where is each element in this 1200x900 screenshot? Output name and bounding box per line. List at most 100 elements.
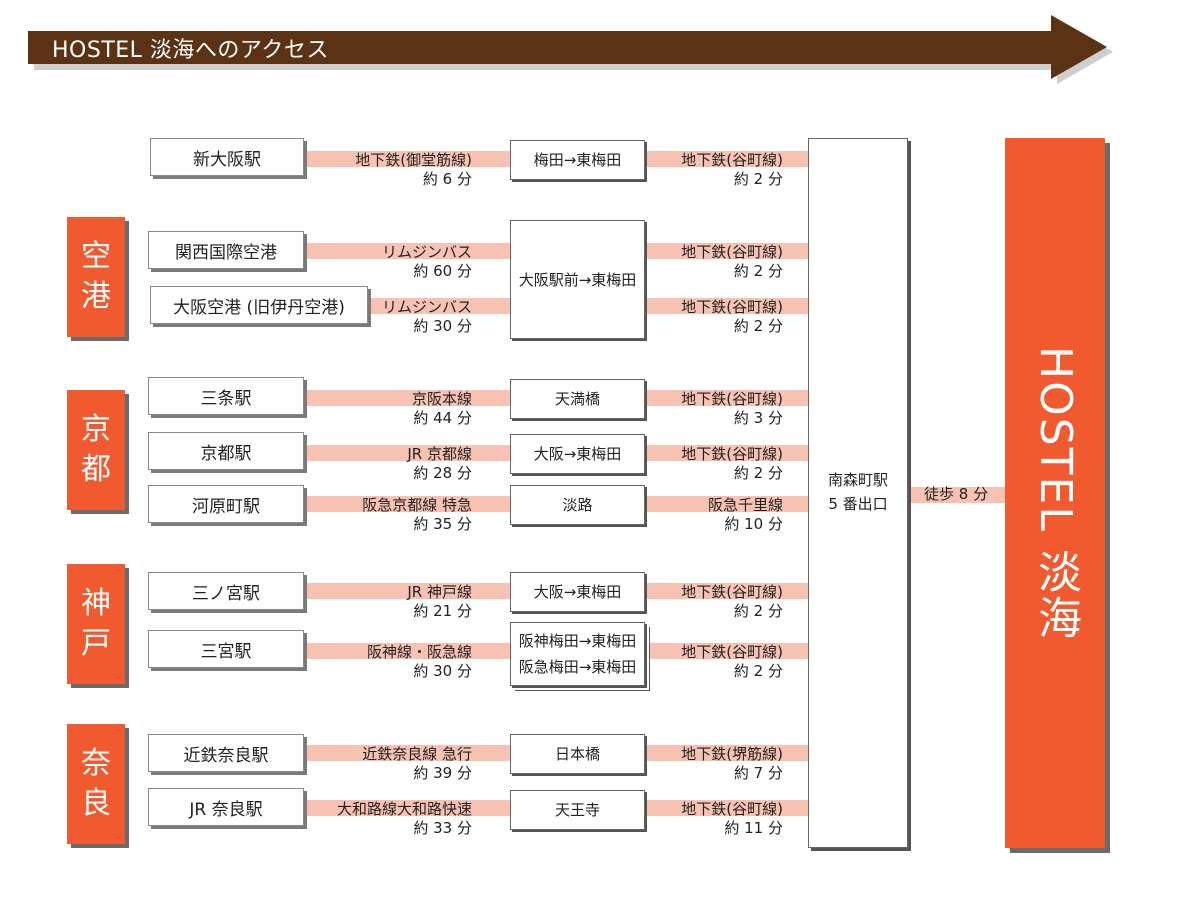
transfer-umeda-hanshin-hankyu: 阪神梅田→東梅田 阪急梅田→東梅田 <box>510 622 645 686</box>
travel-time: 約 3 分 <box>733 409 783 427</box>
route-label-left: リムジンバス 約 60 分 <box>382 243 472 281</box>
transfer-name: 淡路 <box>562 496 593 514</box>
origin-sannomiya: 三宮駅 <box>148 630 304 668</box>
line-name: 地下鉄(谷町線) <box>681 800 783 818</box>
line-name: 阪神線・阪急線 <box>366 643 472 661</box>
line-name: 地下鉄(御堂筋線) <box>355 151 472 169</box>
route-label-right: 地下鉄(谷町線) 約 2 分 <box>681 151 783 189</box>
destination-name: HOSTEL 淡海 <box>1030 345 1081 641</box>
route-label-left: 阪急京都線 特急 約 35 分 <box>362 496 472 534</box>
title-arrow-body <box>28 15 1107 79</box>
line-name: 京阪本線 <box>411 390 472 408</box>
station-label: 南森町駅 5 番出口 <box>808 468 908 516</box>
transfer-temmabashi: 天満橋 <box>510 379 645 419</box>
region-kyoto: 京 都 <box>67 390 125 510</box>
line-name: 阪急京都線 特急 <box>362 496 472 514</box>
transfer-name: 天王寺 <box>554 801 600 819</box>
travel-time: 約 30 分 <box>413 317 472 335</box>
transfer-name: 大阪駅前→東梅田 <box>518 270 637 289</box>
route-band-left <box>300 583 510 599</box>
route-label-right: 地下鉄(谷町線) 約 2 分 <box>681 643 783 681</box>
origin-kintetsu-nara: 近鉄奈良駅 <box>148 734 304 772</box>
origin-jr-nara: JR 奈良駅 <box>148 788 304 826</box>
travel-time: 約 2 分 <box>733 317 783 335</box>
origin-osaka-airport: 大阪空港 (旧伊丹空港) <box>150 286 368 324</box>
route-label-left: 地下鉄(御堂筋線) 約 6 分 <box>355 151 472 189</box>
transfer-name: 天満橋 <box>554 390 600 408</box>
line-name: 地下鉄(谷町線) <box>681 151 783 169</box>
route-band-left <box>300 496 510 512</box>
walk-band <box>908 487 1005 503</box>
route-label-right: 阪急千里線 約 10 分 <box>708 496 783 534</box>
transfer-umeda: 梅田→東梅田 <box>510 140 645 180</box>
line-name: 大和路線大和路快速 <box>336 800 472 818</box>
region-char: 神 <box>81 586 111 621</box>
region-char: 奈 <box>81 746 111 781</box>
line-name: リムジンバス <box>381 298 472 316</box>
route-band-left <box>300 390 510 406</box>
transfer-name: 大阪→東梅田 <box>533 583 622 601</box>
transfer-osaka: 大阪→東梅田 <box>510 572 645 612</box>
origin-kyoto: 京都駅 <box>148 432 304 470</box>
line-name: 地下鉄(谷町線) <box>681 643 783 661</box>
region-char: 空 <box>81 239 111 274</box>
route-band-right <box>645 298 808 314</box>
line-name: 近鉄奈良線 急行 <box>362 745 472 763</box>
travel-time: 約 30 分 <box>413 662 472 680</box>
route-label-right: 地下鉄(谷町線) 約 3 分 <box>681 390 783 428</box>
region-nara: 奈 良 <box>67 724 125 844</box>
route-band-right <box>645 390 808 406</box>
travel-time: 約 10 分 <box>724 515 783 533</box>
route-band-left <box>300 745 510 761</box>
origin-sannomiya-jr: 三ノ宮駅 <box>148 572 304 610</box>
transfer-osaka: 大阪→東梅田 <box>510 434 645 474</box>
line-name: 阪急千里線 <box>707 496 783 514</box>
line-name: リムジンバス <box>381 243 472 261</box>
origin-kansai-airport: 関西国際空港 <box>148 231 304 269</box>
travel-time: 約 60 分 <box>413 262 472 280</box>
route-label-left: 近鉄奈良線 急行 約 39 分 <box>362 745 472 783</box>
line-name: 地下鉄(谷町線) <box>681 445 783 463</box>
travel-time: 約 2 分 <box>733 602 783 620</box>
travel-time: 約 21 分 <box>413 602 472 620</box>
travel-time: 約 2 分 <box>733 464 783 482</box>
route-band-left <box>300 243 510 259</box>
region-char: 港 <box>81 279 111 314</box>
transfer-osaka-ekimae: 大阪駅前→東梅田 <box>510 220 645 339</box>
page-title: HOSTEL 淡海へのアクセス <box>52 38 329 63</box>
transfer-nipponbashi: 日本橋 <box>510 734 645 774</box>
travel-time: 約 33 分 <box>413 819 472 837</box>
line-name: 地下鉄(谷町線) <box>681 583 783 601</box>
destination-hostel <box>1005 138 1105 848</box>
travel-time: 約 44 分 <box>413 409 472 427</box>
region-airport: 空 港 <box>67 217 125 337</box>
origin-sanjo: 三条駅 <box>148 377 304 415</box>
route-band-left <box>300 445 510 461</box>
transfer-name: 日本橋 <box>554 745 600 763</box>
route-band-right <box>645 800 808 816</box>
travel-time: 約 11 分 <box>724 819 783 837</box>
region-char: 良 <box>81 786 111 821</box>
route-label-right: 地下鉄(谷町線) 約 11 分 <box>681 800 783 838</box>
route-band-right <box>645 496 808 512</box>
route-band-right <box>645 445 808 461</box>
transfer-name: 梅田→東梅田 <box>533 151 622 169</box>
route-label-right: 地下鉄(谷町線) 約 2 分 <box>681 298 783 336</box>
transfer-name: 阪急梅田→東梅田 <box>518 658 637 676</box>
route-band-left <box>366 298 510 314</box>
route-band-left <box>300 800 510 816</box>
travel-time: 約 2 分 <box>733 662 783 680</box>
transfer-name: 阪神梅田→東梅田 <box>518 632 637 650</box>
route-label-left: 京阪本線 約 44 分 <box>412 390 472 428</box>
route-band-right <box>645 151 808 167</box>
transfer-name: 大阪→東梅田 <box>533 445 622 463</box>
transfer-awaji: 淡路 <box>510 485 645 525</box>
route-label-left: 阪神線・阪急線 約 30 分 <box>367 643 472 681</box>
walk-label: 徒歩 8 分 <box>924 485 989 503</box>
route-label-left: JR 京都線 約 28 分 <box>407 445 472 483</box>
region-kobe: 神 戸 <box>67 564 125 684</box>
route-band-right <box>645 583 808 599</box>
route-label-right: 地下鉄(谷町線) 約 2 分 <box>681 445 783 483</box>
region-char: 戸 <box>81 626 111 661</box>
transfer-tennoji: 天王寺 <box>510 790 645 830</box>
